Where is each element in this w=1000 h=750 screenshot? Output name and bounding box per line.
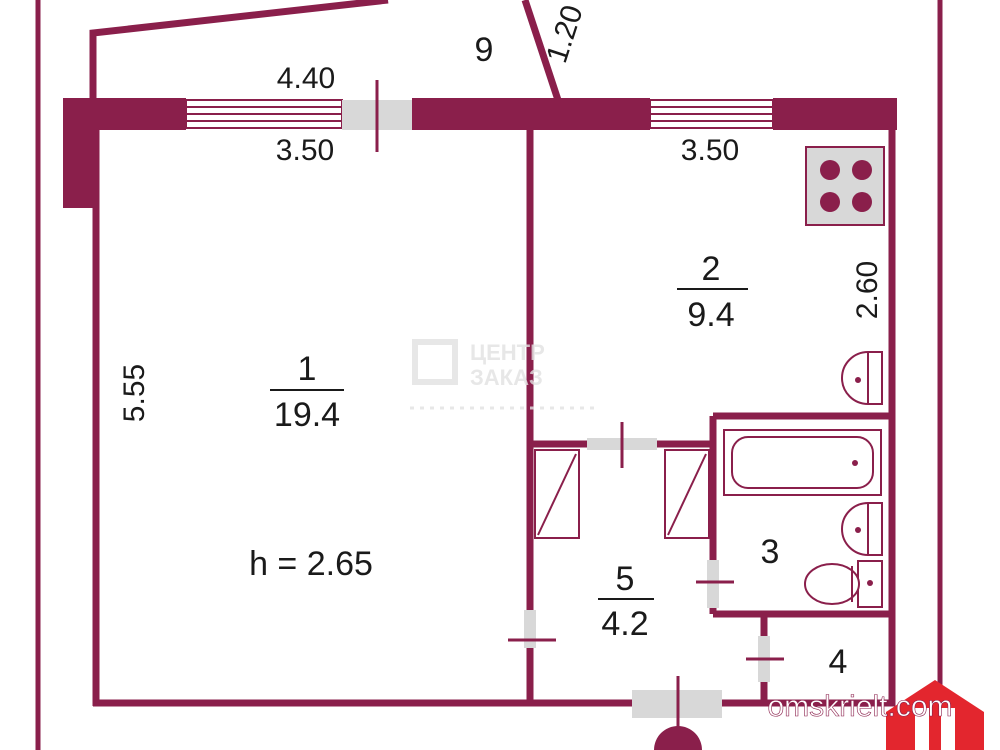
door-wc [746, 636, 784, 682]
wardrobe-left [534, 449, 580, 539]
bathroom-sink-icon [841, 502, 883, 556]
top-wall [63, 98, 897, 208]
room-9-label: 9 [475, 31, 494, 69]
dim-room1-length: 5.55 [118, 364, 151, 422]
outer-frame [35, 0, 943, 750]
room-5-number: 5 [616, 560, 635, 598]
window-room1 [185, 99, 343, 129]
room-5-area: 4.2 [601, 605, 648, 643]
room-1-number: 1 [298, 350, 317, 388]
room-3-label: 3 [761, 533, 780, 571]
walls [92, 130, 896, 707]
svg-text:ЦЕНТР: ЦЕНТР [470, 340, 545, 365]
room-2-area: 9.4 [687, 296, 734, 334]
dim-balcony-side: 1.20 [540, 1, 589, 67]
door-room2 [587, 422, 657, 468]
toilet-icon [804, 560, 883, 608]
entrance-door [632, 676, 722, 750]
bathtub-icon [723, 429, 882, 496]
window-room2 [649, 99, 774, 129]
watermark: ЦЕНТР ЗАКАЗ [410, 339, 600, 410]
dim-room2-width: 3.50 [681, 134, 739, 167]
ceiling-height: h = 2.65 [249, 545, 373, 583]
balcony-side [521, 0, 562, 102]
dim-balcony-width: 4.40 [277, 62, 335, 95]
site-watermark: omskrielt.com [767, 690, 952, 723]
room-1-area: 19.4 [274, 396, 340, 434]
room-2-number: 2 [702, 250, 721, 288]
door-room1 [508, 610, 556, 648]
room-4-label: 4 [829, 643, 848, 681]
logo-house-icon [886, 680, 984, 750]
balcony-outline [89, 0, 389, 100]
svg-text:ЗАКАЗ: ЗАКАЗ [470, 365, 543, 390]
balcony-door [342, 80, 412, 152]
door-bathroom [696, 560, 734, 608]
sink-icon [841, 351, 883, 405]
dim-room1-width: 3.50 [276, 134, 334, 167]
stove-icon [805, 146, 885, 226]
wardrobe-right [664, 449, 710, 539]
dim-room2-length: 2.60 [851, 261, 884, 319]
